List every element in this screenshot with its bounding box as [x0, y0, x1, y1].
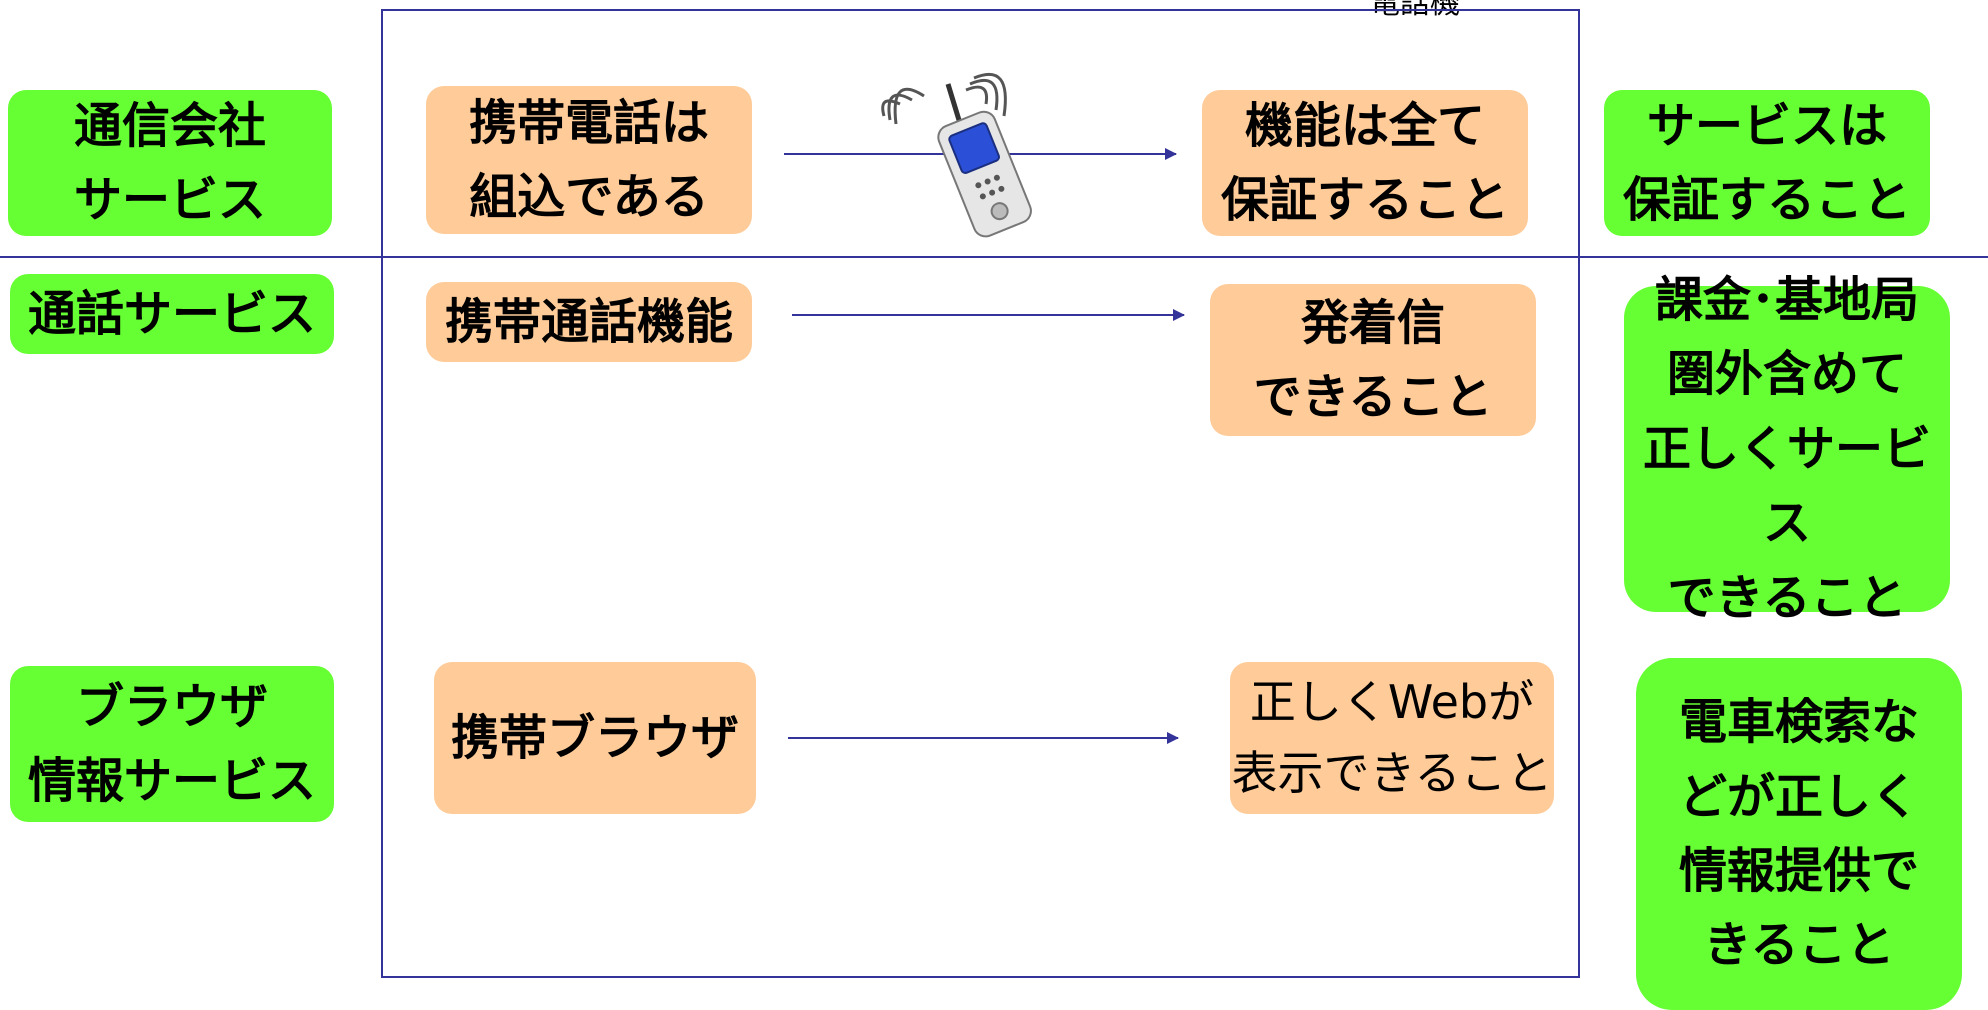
feature-mobile-browser: 携帯ブラウザ — [434, 662, 756, 814]
requirement-web-display: 正しくWebが 表示できること — [1230, 662, 1554, 814]
category-call-service: 通話サービス — [10, 274, 334, 354]
service-requirement-info: 電車検索な どが正しく 情報提供で きること — [1636, 658, 1962, 1010]
mobile-phone-icon — [881, 72, 1032, 238]
feature-embedded-phone: 携帯電話は 組込である — [426, 86, 752, 234]
service-requirement-guarantee: サービスは 保証すること — [1604, 90, 1930, 236]
feature-call-function: 携帯通話機能 — [426, 282, 752, 362]
requirement-all-functions: 機能は全て 保証すること — [1202, 90, 1528, 236]
device-frame — [381, 9, 1580, 978]
requirement-call: 発着信 できること — [1210, 284, 1536, 436]
category-carrier-service: 通信会社 サービス — [8, 90, 332, 236]
category-browser-info-service: ブラウザ 情報サービス — [10, 666, 334, 822]
row-divider — [0, 256, 1988, 258]
